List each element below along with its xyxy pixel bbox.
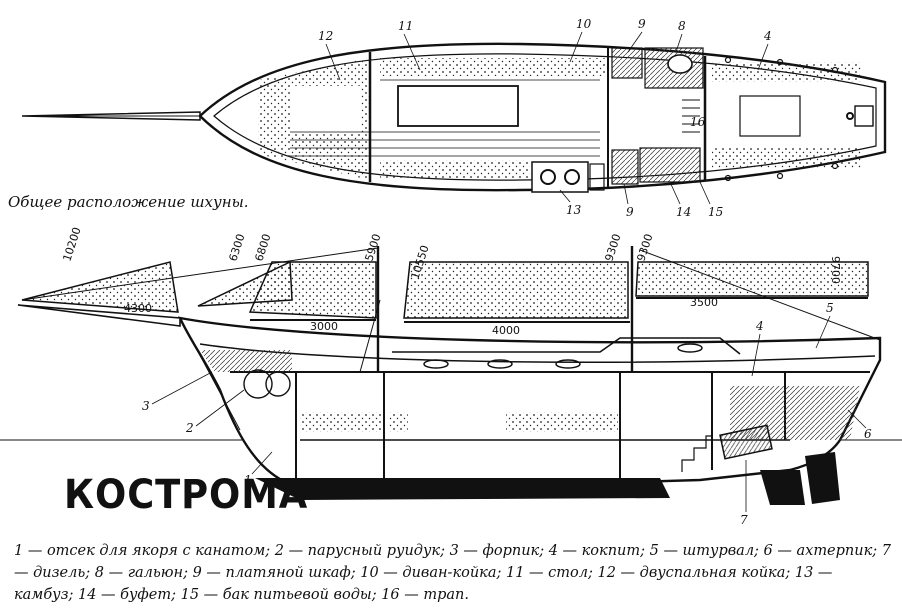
height-label: 10200	[60, 226, 83, 263]
plan-callouts: 12 11 10 9 8 4 16 13 9 14 15	[318, 17, 772, 219]
height-label: 9300	[602, 232, 623, 263]
buffet	[639, 147, 701, 183]
profile-lengths: 4300 3000 4000 3500	[124, 296, 718, 337]
plan-label: 10	[576, 17, 592, 31]
bowsprit	[17, 304, 181, 327]
sail-profile	[0, 246, 902, 505]
plan-label: 13	[566, 203, 582, 217]
main-staysail	[403, 261, 629, 319]
profile-label: 2	[185, 421, 194, 435]
plan-label: 9	[638, 17, 646, 31]
engine	[719, 424, 773, 460]
length-label: 4000	[492, 324, 520, 337]
plan-label: 4	[763, 29, 772, 43]
settee-berth	[380, 58, 605, 76]
profile-callouts: 3 2 1 4 5 6 7	[142, 301, 872, 527]
profile-label: 4	[755, 319, 764, 333]
plan-label: 14	[676, 205, 691, 219]
boat-name: КОСТРОМА	[64, 472, 309, 518]
height-label: 6300	[226, 232, 247, 263]
length-label: 3500	[690, 296, 718, 309]
profile-label: 7	[740, 513, 748, 527]
plan-label: 9	[626, 205, 634, 219]
cabin-trunk	[392, 337, 741, 355]
plan-caption: Общее расположение шхуны.	[8, 193, 249, 211]
rudder	[805, 452, 840, 504]
profile-label: 1	[244, 473, 252, 487]
profile-label: 3	[142, 399, 150, 413]
fore-sail	[248, 261, 377, 319]
jib	[21, 261, 179, 313]
companion-ladder	[682, 99, 700, 133]
profile-leaders	[151, 315, 867, 512]
table	[397, 85, 519, 127]
wardrobe	[611, 47, 643, 79]
plan-label: 8	[678, 19, 686, 33]
length-label: 3000	[310, 320, 338, 333]
height-label: 9300	[634, 232, 655, 263]
legend: 1 — отсек для якоря с канатом; 2 — парус…	[14, 543, 891, 603]
deck-plan	[21, 42, 887, 193]
plan-label: 15	[708, 205, 723, 219]
plan-leaders	[325, 31, 769, 205]
plan-label: 12	[318, 29, 333, 43]
keel	[255, 478, 670, 500]
height-label: 5900	[362, 232, 383, 263]
length-label: 4300	[124, 302, 152, 315]
plan-label: 11	[398, 19, 413, 33]
profile-label: 6	[864, 427, 872, 441]
plan-label: 16	[690, 115, 706, 129]
profile-label: 5	[826, 301, 834, 315]
height-label: 6800	[252, 232, 273, 263]
height-label: 9700	[829, 256, 842, 284]
